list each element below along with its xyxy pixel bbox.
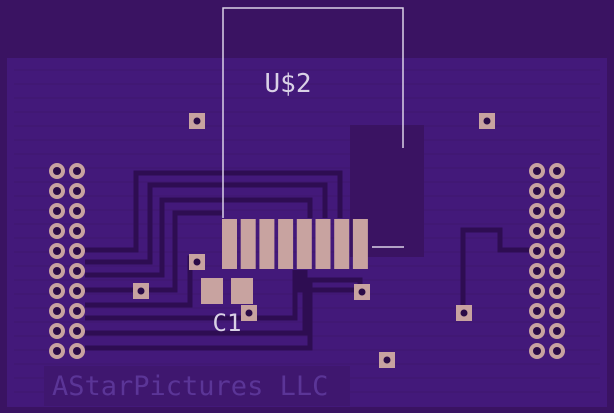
trace <box>85 270 298 321</box>
via-hole <box>245 309 253 317</box>
header-pin-hole <box>553 227 561 235</box>
company-logo-text: AStarPictures LLC <box>52 371 328 402</box>
module-smd-pad <box>222 219 237 269</box>
header-pin-hole <box>73 207 81 215</box>
capacitor-pad-2 <box>231 278 253 304</box>
header-pin-hole <box>533 347 541 355</box>
header-pin-hole <box>53 247 61 255</box>
trace <box>85 170 343 253</box>
via-hole <box>193 117 201 125</box>
header-pin-hole <box>53 227 61 235</box>
right-pin-header <box>529 163 565 359</box>
header-pin-hole <box>533 267 541 275</box>
header-pin-hole <box>73 347 81 355</box>
header-pin-hole <box>73 247 81 255</box>
trace <box>297 270 360 293</box>
via-hole <box>358 288 366 296</box>
trace <box>460 227 530 312</box>
header-pin-hole <box>73 327 81 335</box>
header-pin-hole <box>553 187 561 195</box>
header-pin-hole <box>53 327 61 335</box>
module-smd-pad <box>278 219 294 269</box>
header-pin-hole <box>73 227 81 235</box>
header-pin-hole <box>73 167 81 175</box>
header-pin-hole <box>73 187 81 195</box>
header-pin-hole <box>73 307 81 315</box>
header-pin-hole <box>53 267 61 275</box>
via-hole <box>137 287 145 295</box>
header-pin-hole <box>553 207 561 215</box>
via-hole <box>483 117 491 125</box>
via-hole <box>383 356 391 364</box>
header-pin-hole <box>53 347 61 355</box>
header-pin-hole <box>53 287 61 295</box>
module-smd-pad <box>259 219 275 269</box>
module-smd-pad <box>352 219 368 269</box>
header-pin-hole <box>533 247 541 255</box>
header-pin-hole <box>533 227 541 235</box>
header-pin-hole <box>53 307 61 315</box>
header-pin-hole <box>533 207 541 215</box>
header-pin-hole <box>553 347 561 355</box>
header-pin-hole <box>533 327 541 335</box>
module-silkscreen-outline <box>222 7 404 218</box>
header-pin-hole <box>53 187 61 195</box>
module-smd-pad <box>296 219 312 269</box>
header-pin-hole <box>553 167 561 175</box>
header-pin-hole <box>533 187 541 195</box>
header-pin-hole <box>553 307 561 315</box>
module-smd-pad <box>334 219 350 269</box>
header-pin-hole <box>533 287 541 295</box>
module-label: U$2 <box>265 69 312 99</box>
capacitor-label: C1 <box>213 309 242 337</box>
trace <box>85 210 222 293</box>
header-pin-hole <box>553 327 561 335</box>
header-pin-hole <box>73 267 81 275</box>
module-smd-pad <box>240 219 256 269</box>
header-pin-hole <box>73 287 81 295</box>
header-pin-hole <box>533 307 541 315</box>
header-pin-hole <box>553 287 561 295</box>
header-pin-hole <box>553 267 561 275</box>
module-smd-pads <box>222 219 368 269</box>
header-pin-hole <box>533 167 541 175</box>
left-pin-header <box>49 163 85 359</box>
logo-backdrop <box>44 366 350 406</box>
header-pin-hole <box>53 207 61 215</box>
module-smd-pad <box>315 219 331 269</box>
via-hole <box>193 258 201 266</box>
vias <box>133 113 495 368</box>
trace <box>85 182 328 265</box>
capacitor-pad-1 <box>201 278 223 304</box>
header-pin-hole <box>53 167 61 175</box>
via-hole <box>460 309 468 317</box>
trace <box>85 197 313 278</box>
header-pin-hole <box>553 247 561 255</box>
